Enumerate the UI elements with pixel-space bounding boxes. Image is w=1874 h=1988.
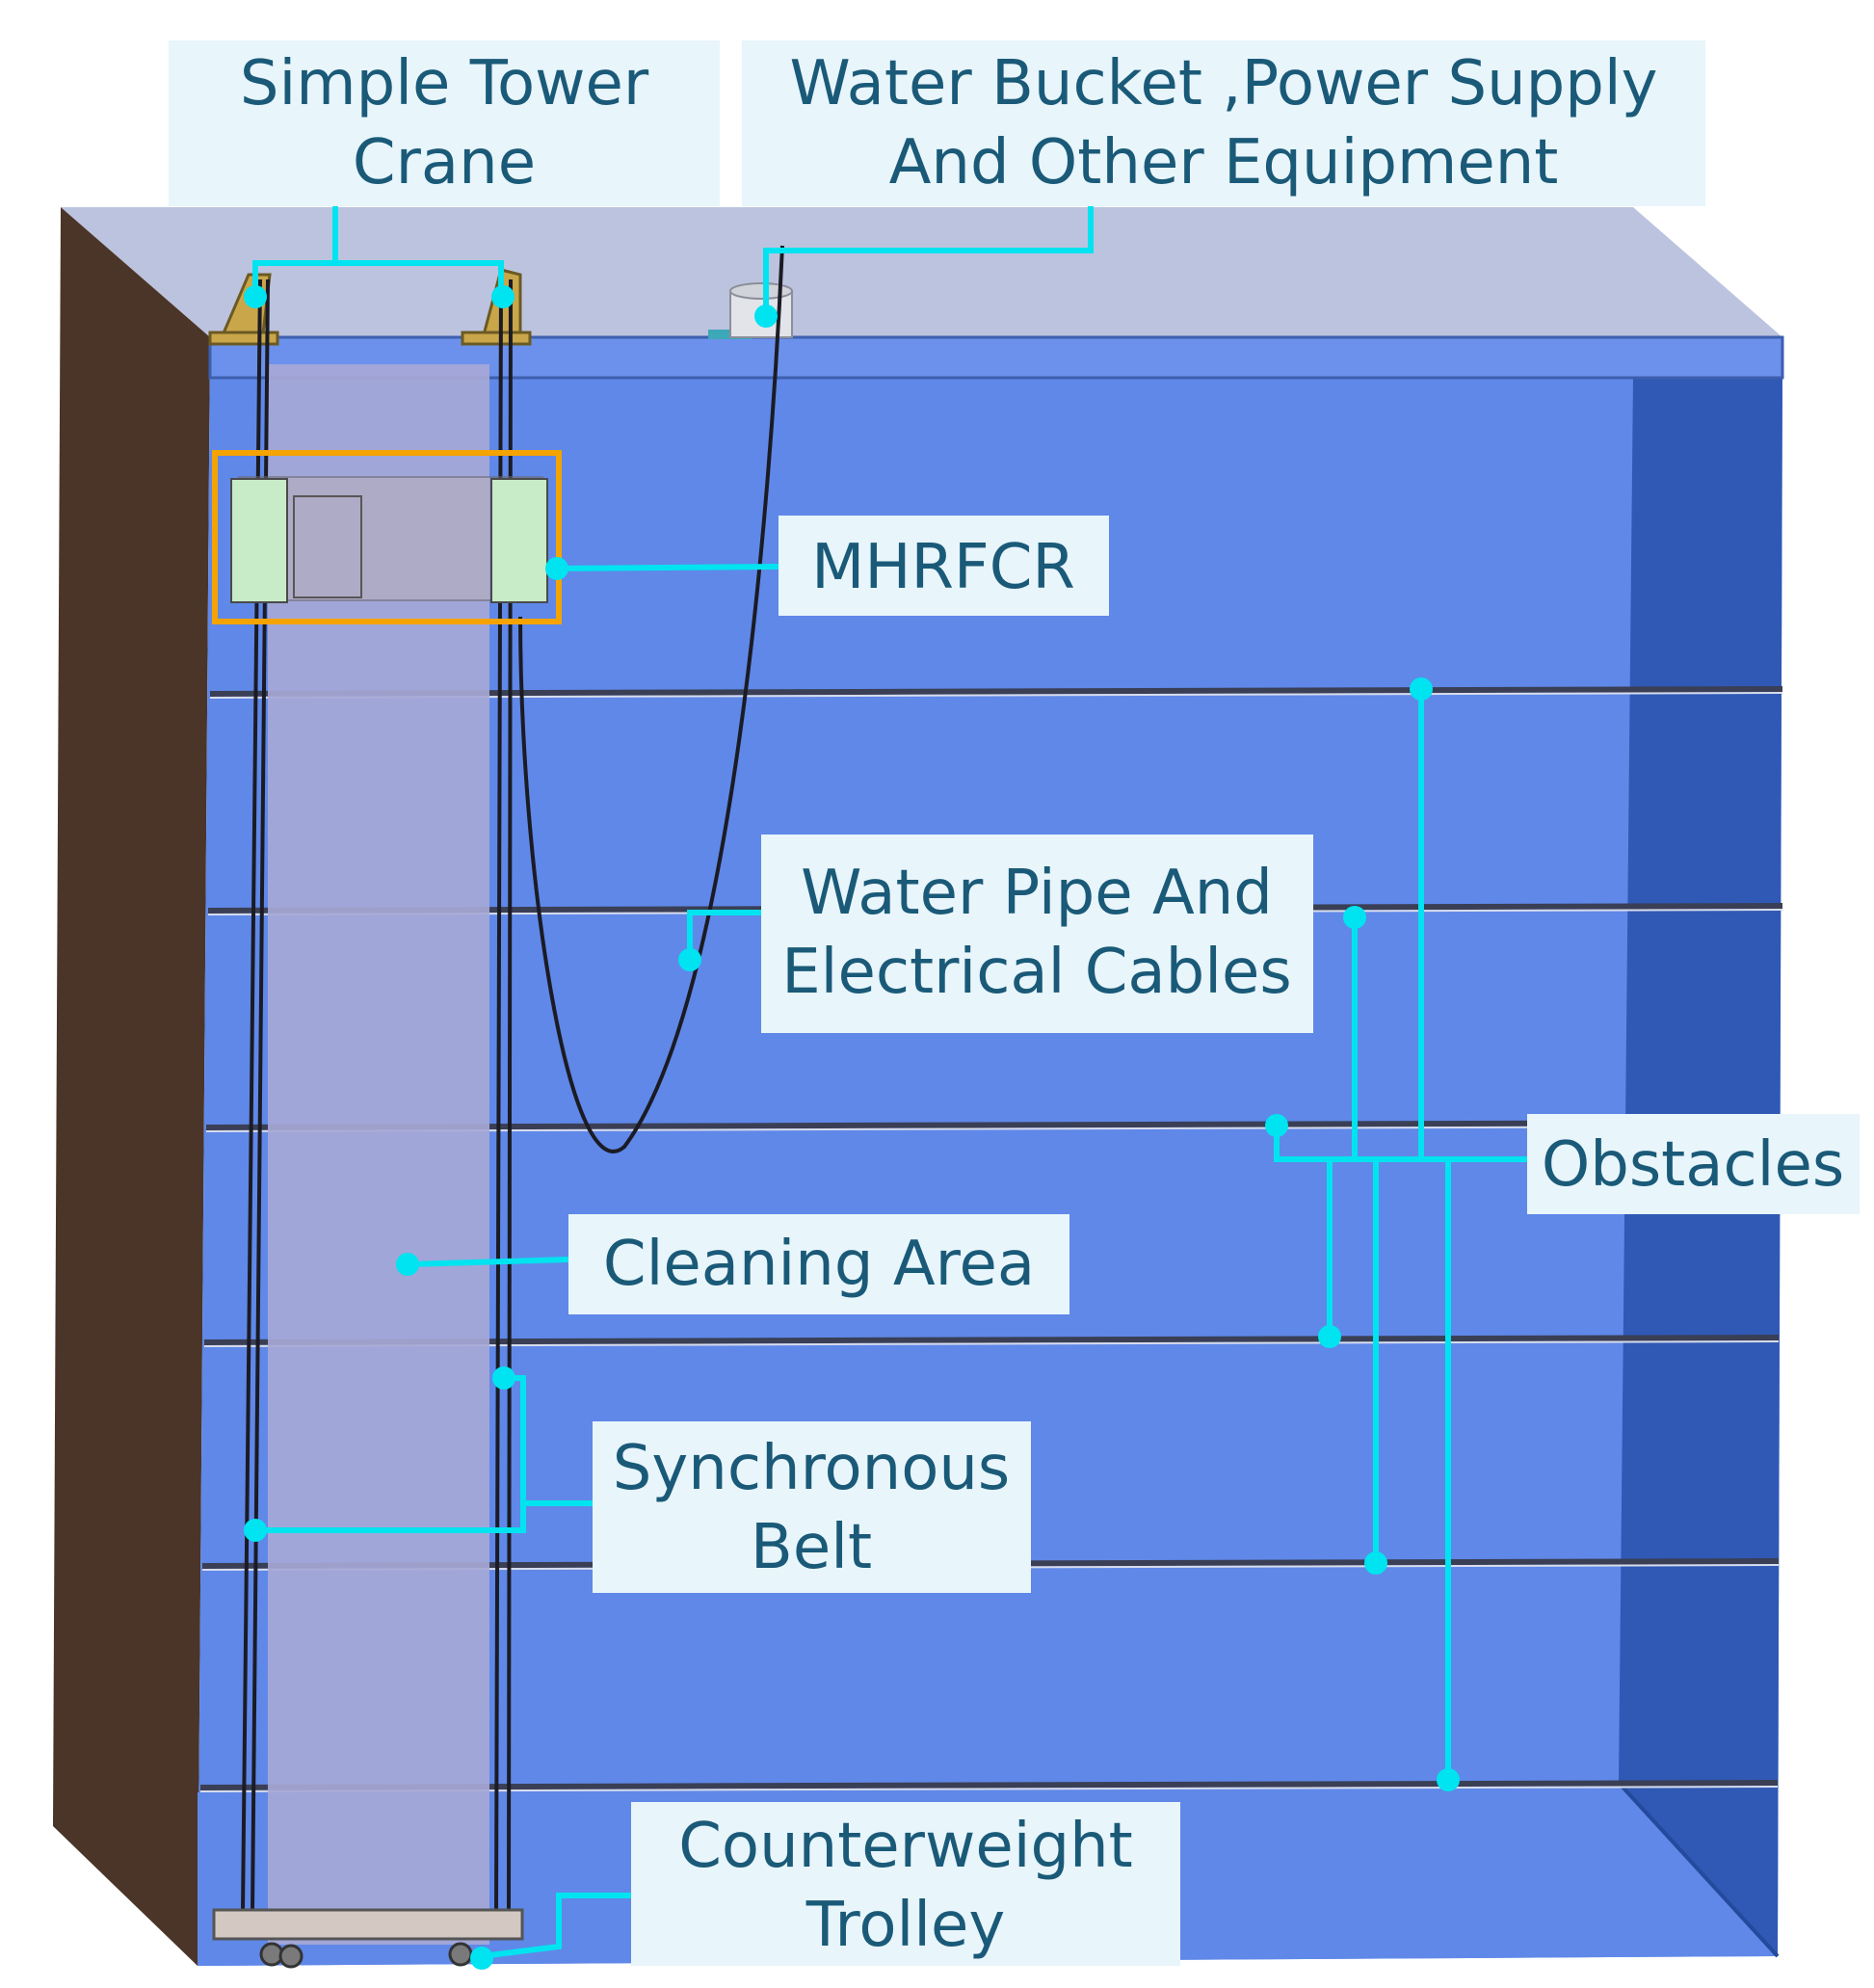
label-boxes [169, 40, 1860, 1966]
trolley-wheel-right-a [448, 1942, 473, 1967]
dot-sync-belt-right [492, 1366, 515, 1390]
label-box-water-pipe [761, 835, 1313, 1033]
leader-water-pipe [687, 910, 761, 954]
robot-right-panel [490, 478, 548, 603]
label-box-obstacles [1527, 1114, 1860, 1214]
dot-robot [545, 557, 568, 580]
label-box-tower-crane [169, 40, 720, 206]
label-box-water-bucket [742, 40, 1705, 206]
label-robot: MHRFCR [811, 532, 1075, 603]
bucket-rim [729, 282, 793, 300]
crane-right-base [461, 331, 532, 346]
dot-cleaning-area [396, 1253, 419, 1276]
leader-robot [553, 564, 779, 571]
robot-left-panel [230, 478, 288, 603]
dot-crane-right [491, 285, 515, 308]
dot-water-pipe [678, 948, 701, 971]
leader-dots [244, 285, 1460, 1970]
dot-obstacle-c [1265, 1114, 1288, 1137]
label-water-bucket-line-2: And Other Equipment [889, 127, 1559, 199]
leader-lines [252, 205, 1527, 1959]
mhrfcr-robot [212, 450, 562, 624]
dot-obstacle-f [1437, 1768, 1460, 1791]
leader-cleaning-area [409, 1257, 569, 1267]
label-sync-belt-line-1: Synchronous [613, 1433, 1011, 1504]
building-top-face [61, 207, 1782, 337]
robot-highlight-frame [212, 450, 562, 624]
leader-counterweight [481, 1893, 631, 1959]
dot-counterweight [470, 1947, 493, 1970]
label-counterweight-line-1: Counterweight [678, 1811, 1133, 1882]
label-cleaning-area: Cleaning Area [603, 1229, 1035, 1300]
label-tower-crane-line-1: Simple Tower [240, 48, 649, 119]
label-water-bucket-line-1: Water Bucket ,Power Supply [789, 48, 1657, 119]
cleaning-area-strip [268, 364, 489, 1945]
label-counterweight-line-2: Trolley [805, 1890, 1006, 1961]
label-box-counterweight [631, 1802, 1180, 1966]
leader-tower-crane [252, 205, 338, 297]
leader-water-bucket [763, 205, 1094, 316]
label-box-robot [779, 516, 1109, 616]
trolley-wheel-left-b [278, 1944, 304, 1969]
label-water-pipe-line-2: Electrical Cables [781, 937, 1292, 1008]
counterweight-trolley [212, 1908, 524, 1969]
label-tower-crane-line-2: Crane [353, 127, 536, 199]
dot-obstacle-a [1410, 677, 1433, 701]
robot-inner-frame [293, 495, 362, 598]
water-pipe-cable [518, 245, 784, 1153]
label-sync-belt-line-2: Belt [751, 1512, 872, 1583]
label-box-cleaning-area [568, 1214, 1069, 1314]
dot-crane-left [244, 285, 267, 308]
building-left-wall [53, 207, 210, 1966]
dot-bucket [754, 305, 778, 328]
label-texts: Simple Tower Crane Water Bucket ,Power S… [240, 48, 1844, 1961]
trolley-platform [212, 1908, 524, 1941]
label-box-sync-belt [593, 1421, 1031, 1593]
leader-sync-belt-left [255, 1503, 526, 1533]
label-water-pipe-line-1: Water Pipe And [801, 858, 1273, 929]
dot-obstacle-d [1318, 1325, 1341, 1348]
dot-obstacle-b [1343, 906, 1366, 929]
dot-obstacle-e [1364, 1551, 1387, 1575]
label-obstacles: Obstacles [1542, 1129, 1844, 1201]
dot-sync-belt-left [244, 1519, 267, 1542]
recess-edge [1617, 1781, 1780, 1958]
leader-obstacles-main [1274, 1127, 1527, 1162]
